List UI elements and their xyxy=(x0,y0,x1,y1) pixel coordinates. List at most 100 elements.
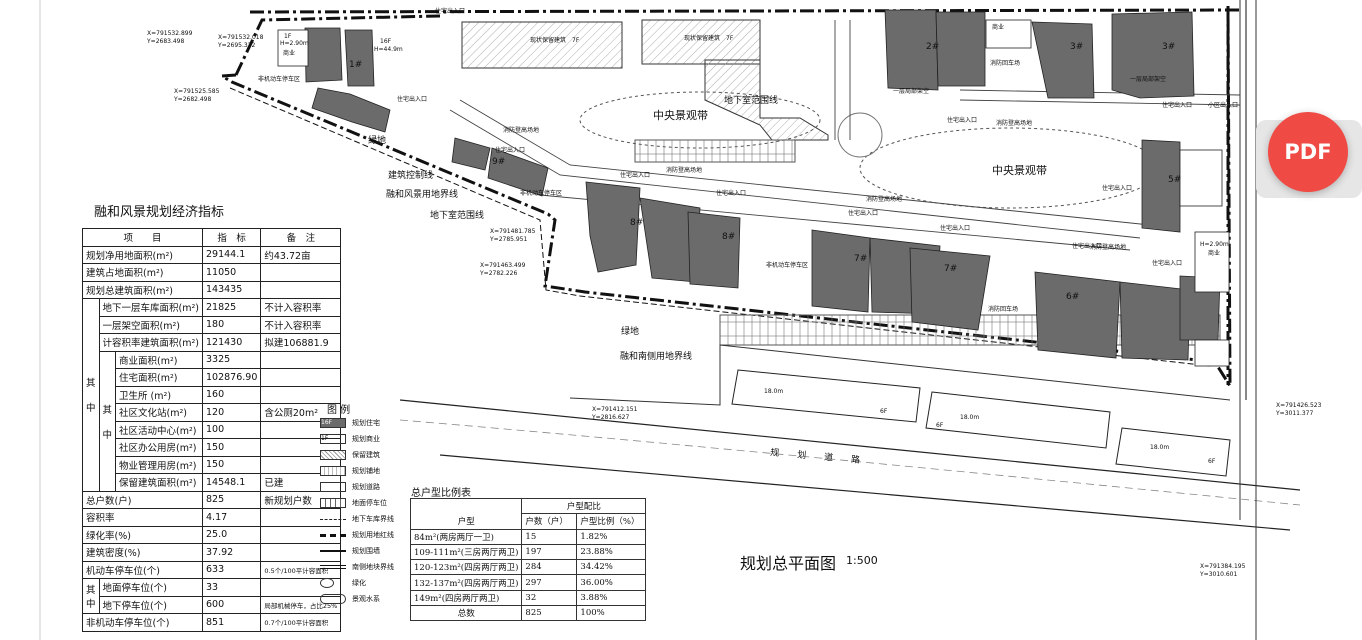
label-fenghe-boundary: 融和风景用地界线 xyxy=(386,190,459,200)
table-row: 卫生所 (m²)160 xyxy=(83,385,342,404)
row-value: 25.0 xyxy=(201,525,262,544)
row-value: 102876.90 xyxy=(201,368,262,387)
legend-label: 地面停车位 xyxy=(352,499,387,507)
label-south-boundary: 融和南侧用地界线 xyxy=(620,352,693,362)
coord-3-x: X=791525.585 xyxy=(174,88,220,95)
label-entry-4: 住宅出入口 xyxy=(620,172,651,179)
south-height-2: 18.0m xyxy=(960,414,980,421)
row-note: 0.5个/100平计容面积 xyxy=(260,560,342,579)
row-note xyxy=(260,263,342,282)
table-row: 其中商业面积(m²)3325 xyxy=(83,350,342,492)
overhead-tag-1: 一层局部架空 xyxy=(893,88,930,95)
group-zhong: 中 xyxy=(86,403,96,415)
legend-label: 南侧地块界线 xyxy=(352,563,394,571)
label-entry-9: 住宅出入口 xyxy=(1102,185,1133,192)
row-value: 33 xyxy=(201,578,262,597)
unit-count: 284 xyxy=(521,559,578,576)
label-fire-5: 消防登高场地 xyxy=(1090,244,1127,251)
unit-group-header: 户型配比 xyxy=(521,497,647,515)
row-value: 11050 xyxy=(201,263,262,282)
pdf-button[interactable]: PDF xyxy=(1268,112,1348,192)
coord-7-x: X=791426.523 xyxy=(1276,402,1322,409)
legend-label: 保留建筑 xyxy=(352,451,380,459)
south-plot-line xyxy=(569,344,1231,406)
row-value: 121430 xyxy=(201,333,262,352)
row-note: 约43.72亩 xyxy=(260,245,342,264)
height-tag-1: H=44.9m xyxy=(374,46,403,53)
building-tag-1: 1# xyxy=(349,60,363,70)
residential-towers xyxy=(304,9,1221,361)
parking-qi: 其 xyxy=(86,585,96,596)
unit-ratio: 1.82% xyxy=(576,528,647,545)
row-note: 0.7个/100平计容面积 xyxy=(260,613,342,632)
unit-ratio: 36.00% xyxy=(576,574,647,591)
plan-title: 规划总平面图 xyxy=(740,554,837,573)
row-value: 14548.1 xyxy=(201,473,262,492)
index-header-value: 指 标 xyxy=(201,228,262,247)
unit-ratio: 23.88% xyxy=(576,543,647,561)
floor-tag-1f: 1F xyxy=(284,33,292,40)
south-height-1: 18.0m xyxy=(764,388,784,395)
label-basement-line-2: 地下室范围线 xyxy=(724,96,779,106)
coord-5-y: Y=2782.226 xyxy=(480,270,518,277)
coord-8-x: X=791384.195 xyxy=(1200,563,1246,570)
reserved-building-3 xyxy=(704,59,829,141)
south-floor-1: 6F xyxy=(880,408,888,415)
building-tag-8b: 8# xyxy=(722,232,736,242)
row-label: 地下停车位(个) xyxy=(98,595,204,614)
building-tag-3: 3# xyxy=(1070,42,1084,52)
legend-swatch-green xyxy=(320,578,334,588)
label-entry-2: 住宅出入口 xyxy=(435,8,466,15)
unit-type: 149m²(四房两厅两卫) xyxy=(409,589,523,607)
legend-label: 规划围墙 xyxy=(352,547,380,555)
legend-swatch-parking xyxy=(320,498,346,508)
unit-ratio: 34.42% xyxy=(576,559,647,576)
label-reserved-1: 现状保留建筑 7F xyxy=(530,37,580,44)
row-label: 地下一层车库面积(m²) xyxy=(98,298,204,317)
label-central-landscape-1: 中央景观带 xyxy=(653,109,708,122)
row-value: 633 xyxy=(201,560,262,579)
south-floor-3: 6F xyxy=(1208,458,1216,465)
label-green: 绿地 xyxy=(621,327,640,337)
plaza-circle xyxy=(837,112,883,158)
subgroup-label: 其中 xyxy=(98,350,117,492)
unit-group-row: 户型配比 xyxy=(409,497,647,515)
index-header-row: 项 目 指 标 备 注 xyxy=(82,228,342,247)
unit-type: 132-137m²(四房两厅两卫) xyxy=(409,574,523,591)
row-value: 3325 xyxy=(201,350,262,369)
coord-7-y: Y=3011.377 xyxy=(1276,410,1314,417)
row-label: 非机动车停车位(个) xyxy=(82,613,203,632)
coord-2-x: X=791532.018 xyxy=(218,34,264,41)
unit-count: 15 xyxy=(521,528,578,545)
legend-label: 地下车库界线 xyxy=(352,515,394,523)
unit-type: 120-123m²(四房两厅两卫) xyxy=(409,559,523,576)
label-entry-3: 住宅出入口 xyxy=(495,147,526,154)
index-table-title: 融和风景规划经济指标 xyxy=(94,205,225,220)
legend-swatch-commercial: 1F xyxy=(320,434,346,444)
row-value: 825 xyxy=(201,490,262,509)
row-label: 建筑密度(%) xyxy=(82,543,203,562)
legend-title: 图 例 xyxy=(327,405,351,416)
commercial-tag-3: 商业 xyxy=(992,24,1005,31)
coord-1-y: Y=2683.498 xyxy=(147,38,185,45)
label-entry-10: 住宅出入口 xyxy=(1162,102,1193,109)
row-label: 社区活动中心(m²) xyxy=(115,420,203,439)
label-fire-1: 消防登高场地 xyxy=(503,127,540,134)
legend-swatch-basement xyxy=(320,519,346,520)
label-fire-7: 消防回车场 xyxy=(990,60,1021,67)
coord-4-x: X=791481.785 xyxy=(490,228,536,235)
label-entry-7: 住宅出入口 xyxy=(940,225,971,232)
legend-swatch-road xyxy=(320,482,346,492)
table-row: 建筑密度(%)37.92 xyxy=(82,543,342,562)
label-entry-5: 住宅出入口 xyxy=(716,190,747,197)
label-plot-entry: 小区出入口 xyxy=(1208,102,1239,109)
unit-count: 825 xyxy=(521,605,578,622)
coord-6-y: Y=2816.627 xyxy=(592,414,630,421)
commercial-tag-2: 商业 xyxy=(1208,250,1221,257)
